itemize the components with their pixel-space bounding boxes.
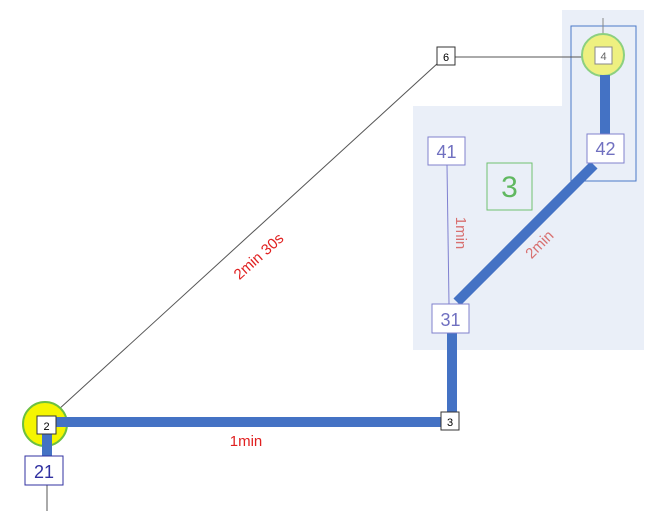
node-41-label: 41 bbox=[436, 142, 456, 162]
node-2-label: 2 bbox=[43, 421, 49, 433]
node-4-label: 4 bbox=[600, 51, 606, 63]
node-6[interactable]: 6 bbox=[436, 46, 456, 66]
edge-41-31[interactable] bbox=[446, 164, 450, 305]
node-31-label: 31 bbox=[440, 310, 460, 330]
edge-2-3-label: 1min bbox=[230, 433, 263, 450]
node-21[interactable]: 21 bbox=[24, 455, 64, 486]
node-31[interactable]: 31 bbox=[431, 303, 470, 334]
node-21-label: 21 bbox=[34, 462, 54, 482]
node-41[interactable]: 41 bbox=[427, 136, 466, 166]
node-6-label: 6 bbox=[443, 52, 449, 64]
edge-2-6-label: 2min 30s bbox=[231, 230, 288, 283]
zone-panel bbox=[413, 10, 644, 350]
node-2[interactable]: 2 bbox=[36, 415, 57, 435]
node-42-label: 42 bbox=[595, 139, 615, 159]
group-label-box[interactable]: 3 bbox=[486, 162, 533, 211]
edge-41-31-label: 1min bbox=[452, 217, 469, 250]
node-3-label: 3 bbox=[447, 417, 453, 429]
node-42[interactable]: 42 bbox=[586, 133, 625, 164]
node-3[interactable]: 3 bbox=[440, 411, 460, 431]
group-label: 3 bbox=[501, 171, 518, 204]
node-4[interactable]: 4 bbox=[594, 46, 613, 65]
edge-2-6[interactable] bbox=[57, 62, 439, 411]
route-31-42[interactable] bbox=[453, 161, 598, 306]
